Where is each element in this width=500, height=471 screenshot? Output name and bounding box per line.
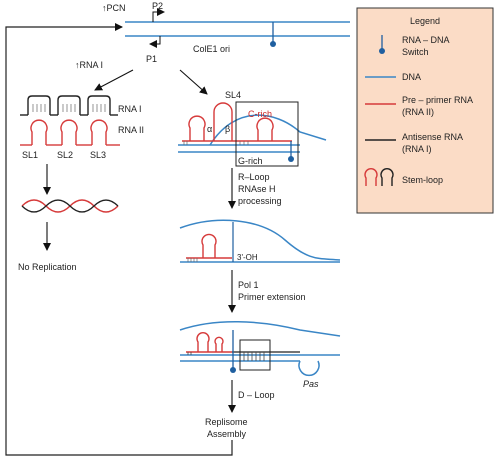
legend-switch-icon	[379, 48, 385, 54]
legend-item-3-line-0: Antisense RNA	[402, 132, 463, 142]
legend-item-0-line-0: RNA – DNA	[402, 35, 450, 45]
legend-item-2-line-1: (RNA II)	[402, 107, 434, 117]
p2-label: P2	[152, 1, 163, 11]
top-dna	[125, 8, 350, 48]
legend-item-3-line-1: (RNA I)	[402, 144, 432, 154]
legend-item-4-line-0: Stem-loop	[402, 175, 443, 185]
legend-stem-loop-icon	[364, 168, 394, 186]
no-replication-label: No Replication	[18, 262, 77, 272]
c-rich-label: C-rich	[248, 109, 272, 119]
rna-duplex	[21, 199, 119, 213]
legend-item-1-line-0: DNA	[402, 72, 421, 82]
replisome-label-1: Replisome	[205, 417, 248, 427]
three-oh-label: 3'-OH	[237, 253, 258, 262]
three-oh-panel	[179, 219, 341, 263]
r-loop-panel	[178, 101, 327, 167]
cole1-ori-label: ColE1 ori	[193, 44, 230, 54]
arrow-to-sl4	[179, 69, 208, 95]
rloop-label-3: processing	[238, 196, 282, 206]
feedback-loop	[5, 23, 233, 456]
sl1-label: SL1	[22, 150, 38, 160]
rna1-up-label: ↑RNA I	[75, 60, 103, 70]
beta-label: β	[225, 124, 230, 134]
rna-ii-label: RNA II	[118, 125, 144, 135]
p1-label: P1	[146, 54, 157, 64]
dloop-label: D – Loop	[238, 390, 275, 400]
pol1-label-1: Pol 1	[238, 280, 259, 290]
primer-extension-panel	[179, 321, 341, 377]
arrow-to-rna-pair	[94, 69, 134, 91]
pcn-label: ↑PCN	[102, 3, 126, 13]
sl2-label: SL2	[57, 150, 73, 160]
rna-i-label: RNA I	[118, 104, 142, 114]
rloop-label-2: RNAse H	[238, 184, 276, 194]
pas-label: Pas	[303, 379, 319, 389]
g-rich-label: G-rich	[238, 156, 263, 166]
sl3-label: SL3	[90, 150, 106, 160]
replisome-label-2: Assembly	[207, 429, 247, 439]
legend-item-2-line-0: Pre – primer RNA	[402, 95, 473, 105]
rna-ii-stem-loops	[20, 119, 120, 146]
rna-i-stem-loops	[20, 95, 118, 116]
rloop-label-1: R–Loop	[238, 172, 270, 182]
switch-icon	[270, 41, 276, 47]
pol1-label-2: Primer extension	[238, 292, 306, 302]
sl4-label: SL4	[225, 90, 241, 100]
legend-item-0-line-1: Switch	[402, 47, 429, 57]
legend: Legend RNA – DNA Switch DNA Pre – primer…	[356, 7, 494, 214]
alpha-label: α	[207, 124, 212, 134]
legend-title: Legend	[410, 16, 440, 26]
